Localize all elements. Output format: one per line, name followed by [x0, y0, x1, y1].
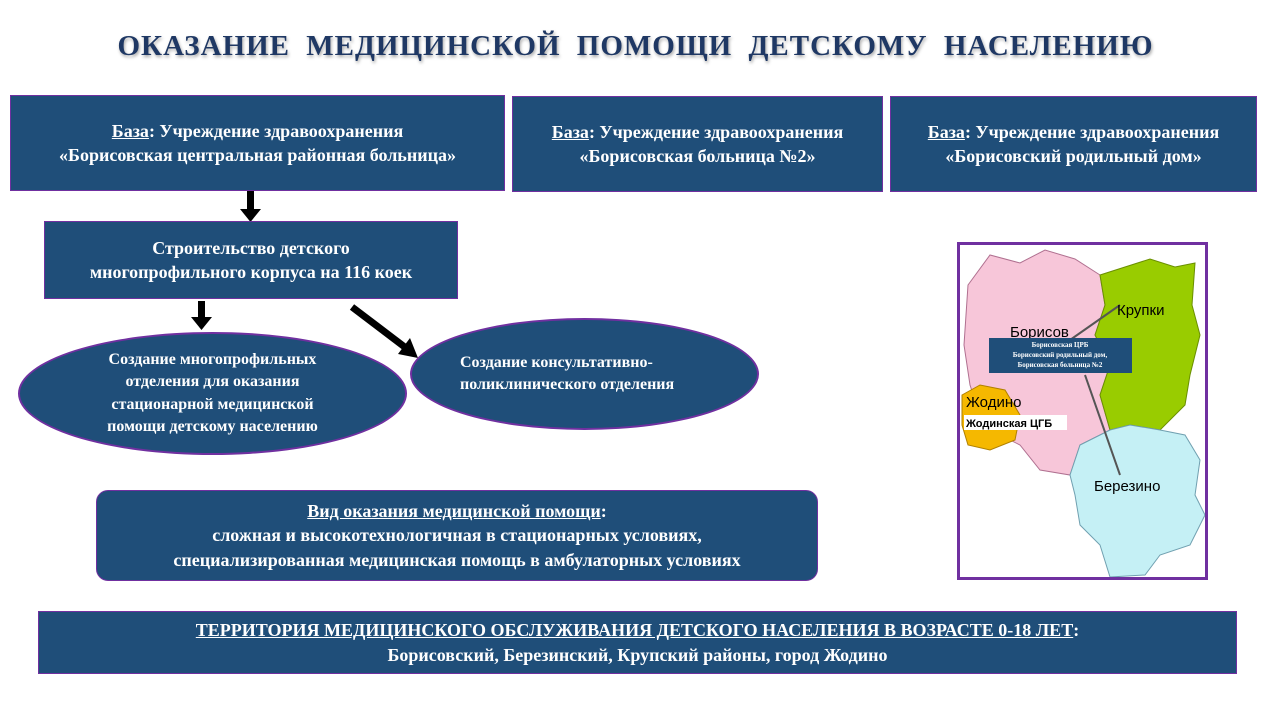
arrow-diagonal-icon: [349, 304, 418, 358]
district-map: Борисов Крупки Жодино Березино Борисовск…: [957, 242, 1208, 580]
base-label: : Учреждение здравоохранения: [964, 121, 1220, 142]
base-prefix: База: [111, 120, 149, 141]
map-label-krupki: Крупки: [1117, 302, 1164, 319]
territory-heading: ТЕРРИТОРИЯ МЕДИЦИНСКОГО ОБСЛУЖИВАНИЯ ДЕТ…: [195, 620, 1074, 641]
territory-box: ТЕРРИТОРИЯ МЕДИЦИНСКОГО ОБСЛУЖИВАНИЯ ДЕТ…: [38, 611, 1237, 674]
map-label-zhodino-hospital: Жодинская ЦГБ: [965, 418, 1052, 430]
base-label: : Учреждение здравоохранения: [588, 121, 844, 142]
map-label-zhodino: Жодино: [966, 394, 1021, 411]
map-callout-line3: Борисовская больница №2: [1018, 361, 1103, 369]
base-label: : Учреждение здравоохранения: [148, 120, 404, 141]
base-box-maternity: База: Учреждение здравоохранения «Борисо…: [890, 96, 1257, 192]
care-type-heading: Вид оказания медицинской помощи: [307, 501, 601, 522]
map-callout-line2: Борисовский родильный дом,: [1013, 351, 1108, 359]
map-region-berezino: [1069, 424, 1205, 577]
ellipse-right-line2: поликлинического отделения: [460, 376, 675, 393]
ellipse-left-line2: отделения для оказания: [125, 373, 300, 391]
care-type-box: Вид оказания медицинской помощи: сложная…: [96, 490, 818, 581]
care-type-line1: сложная и высокотехнологичная в стациона…: [212, 525, 702, 546]
base-box-hospital2: База: Учреждение здравоохранения «Борисо…: [512, 96, 883, 192]
map-callout-line1: Борисовская ЦРБ: [1032, 341, 1089, 349]
ellipse-left-line4: помощи детскому населению: [107, 417, 318, 435]
page-title: ОКАЗАНИЕ МЕДИЦИНСКОЙ ПОМОЩИ ДЕТСКОМУ НАС…: [117, 30, 1154, 62]
care-type-line2: специализированная медицинская помощь в …: [173, 549, 741, 570]
arrow-down-icon: [240, 191, 261, 222]
ellipse-outpatient-department: Создание консультативно- поликлиническог…: [410, 318, 759, 430]
construction-line1: Строительство детского: [152, 237, 350, 258]
base-prefix: База: [927, 121, 965, 142]
district-map-svg: Борисов Крупки Жодино Березино Борисовск…: [961, 249, 1205, 577]
ellipse-left-line3: стационарной медицинской: [111, 395, 314, 413]
base-name: «Борисовский родильный дом»: [945, 146, 1202, 166]
map-label-berezino: Березино: [1094, 478, 1160, 495]
ellipse-inpatient-departments: Создание многопрофильных отделения для о…: [18, 332, 407, 455]
base-prefix: База: [551, 121, 589, 142]
territory-line: Борисовский, Березинский, Крупский район…: [387, 644, 888, 665]
base-name: «Борисовская больница №2»: [579, 146, 816, 166]
base-name: «Борисовская центральная районная больни…: [59, 145, 456, 165]
base-box-crb: База: Учреждение здравоохранения «Борисо…: [10, 95, 505, 191]
territory-colon: :: [1073, 620, 1080, 641]
care-type-colon: :: [600, 501, 607, 522]
construction-line2: многопрофильного корпуса на 116 коек: [89, 262, 413, 282]
ellipse-left-line1: Создание многопрофильных: [108, 350, 317, 368]
map-label-borisov: Борисов: [1010, 324, 1069, 341]
arrow-down-icon: [191, 301, 212, 330]
construction-box: Строительство детского многопрофильного …: [44, 221, 458, 299]
ellipse-right-line1: Создание консультативно-: [460, 353, 653, 371]
